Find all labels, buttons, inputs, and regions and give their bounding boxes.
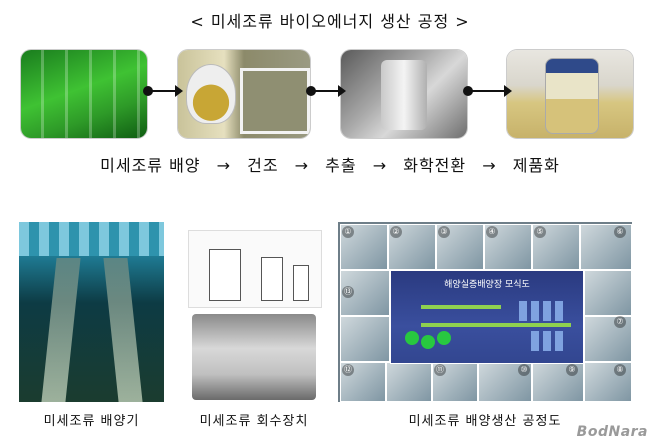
extraction-photo: [341, 50, 467, 138]
diagram-number: ②: [390, 226, 402, 238]
product-photo: [507, 50, 633, 138]
drying-photo: [178, 50, 310, 138]
diagram-number: ⑤: [534, 226, 546, 238]
harvester-schematic: [188, 230, 322, 308]
step-arrow: →: [372, 156, 388, 175]
harvester-photo: [182, 222, 326, 402]
process-steps: 미세조류 배양 → 건조 → 추출 → 화학전환 → 제품화: [0, 152, 660, 176]
diagram-center-title: 해양실증배양장 모식도: [444, 280, 530, 290]
bodnara-logo: BodNara: [576, 424, 648, 440]
step-arrow: →: [294, 156, 310, 175]
step-conversion: 화학전환: [403, 156, 467, 175]
diagram-number: ⑫: [342, 364, 354, 376]
step-drying: 건조: [247, 156, 279, 175]
caption-process-diagram: 미세조류 배양생산 공정도: [408, 414, 562, 429]
flow-arrow: [143, 85, 183, 97]
diagram-number: ⑦: [614, 316, 626, 328]
page-title: < 미세조류 바이오에너지 생산 공정 >: [190, 12, 470, 31]
culture-photo: [21, 50, 147, 138]
step-productization: 제품화: [512, 156, 560, 175]
process-diagram: 해양실증배양장 모식도 ① ② ③ ④ ⑤ ⑥ ⑦ ⑧ ⑨ ⑩ ⑪ ⑫ ⑬: [338, 222, 632, 402]
diagram-number: ⑧: [614, 364, 626, 376]
diagram-number: ⑩: [518, 364, 530, 376]
diagram-number: ③: [438, 226, 450, 238]
harvester-machine: [192, 314, 316, 400]
diagram-number: ⑪: [434, 364, 446, 376]
step-arrow: →: [482, 156, 497, 175]
diagram-number: ④: [486, 226, 498, 238]
caption-harvester: 미세조류 회수장치: [199, 414, 309, 429]
diagram-number: ①: [342, 226, 354, 238]
diagram-number: ⑬: [342, 286, 354, 298]
step-culture: 미세조류 배양: [100, 156, 201, 175]
diagram-number: ⑥: [614, 226, 626, 238]
flow-arrow: [463, 85, 512, 97]
step-extraction: 추출: [325, 156, 357, 175]
cultivator-photo: [19, 222, 164, 402]
flow-arrow: [306, 85, 346, 97]
diagram-center-map: 해양실증배양장 모식도: [390, 270, 584, 364]
caption-cultivator: 미세조류 배양기: [43, 414, 140, 429]
diagram-number: ⑨: [566, 364, 578, 376]
step-arrow: →: [216, 156, 232, 175]
